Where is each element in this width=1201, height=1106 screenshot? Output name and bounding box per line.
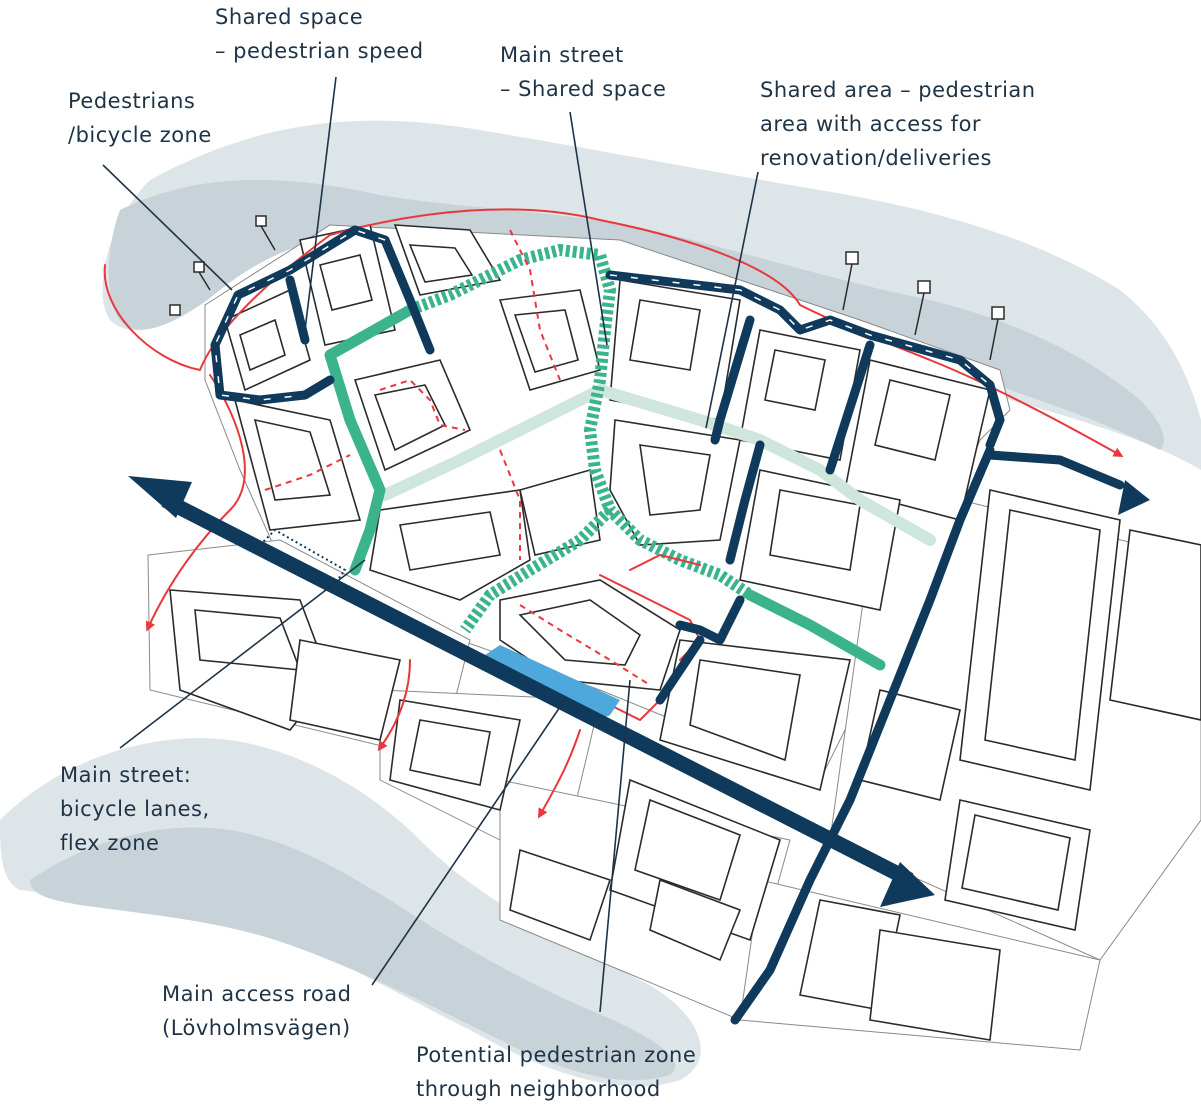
label-line: (Lövholmsvägen) (162, 1016, 351, 1040)
label-line: – pedestrian speed (215, 39, 424, 63)
piers (169, 215, 1005, 361)
blue-flex-zone (480, 645, 620, 722)
label-line: bicycle lanes, (60, 797, 210, 821)
label-line: through neighborhood (416, 1077, 661, 1101)
label-line: /bicycle zone (68, 123, 212, 147)
navy-roads (210, 225, 1125, 1025)
label-line: – Shared space (500, 77, 667, 101)
label-potential-pedestrian: Potential pedestrian zone through neighb… (416, 1038, 696, 1106)
light-green-paths (379, 384, 936, 546)
bicycle-zone-outline (258, 528, 347, 592)
label-main-access-road: Main access road (Lövholmsvägen) (162, 977, 351, 1045)
green-shared-space (407, 243, 754, 634)
label-line: Main street (500, 43, 624, 67)
leader-lines (102, 76, 759, 1013)
label-pedestrians-bicycle: Pedestrians /bicycle zone (68, 84, 212, 152)
label-line: Main access road (162, 982, 352, 1006)
label-shared-area: Shared area – pedestrian area with acces… (760, 73, 1036, 175)
arrow-head-icon (880, 862, 935, 907)
arrow-head-icon (128, 476, 192, 518)
road-lane-markings (214, 229, 991, 401)
buildings (169, 224, 1201, 1041)
label-line: Pedestrians (68, 89, 196, 113)
green-main-street (324, 304, 886, 671)
label-line: Shared space (215, 5, 364, 29)
label-line: Main street: (60, 763, 192, 787)
label-shared-space: Shared space – pedestrian speed (215, 0, 424, 68)
water-north-dark (108, 179, 1164, 451)
main-access-road (128, 476, 1150, 907)
label-main-street-bicycle: Main street: bicycle lanes, flex zone (60, 758, 210, 860)
label-line: renovation/deliveries (760, 146, 992, 170)
water-south-dark (30, 827, 676, 1081)
red-dashed-routes (264, 229, 651, 686)
red-routes (103, 208, 1124, 819)
label-line: flex zone (60, 831, 160, 855)
label-line: Shared area – pedestrian (760, 78, 1036, 102)
label-line: Potential pedestrian zone (416, 1043, 697, 1067)
label-line: area with access for (760, 112, 982, 136)
label-main-street-shared: Main street – Shared space (500, 38, 666, 106)
water-areas (0, 120, 1201, 1087)
arrow-head-icon (1118, 480, 1150, 515)
